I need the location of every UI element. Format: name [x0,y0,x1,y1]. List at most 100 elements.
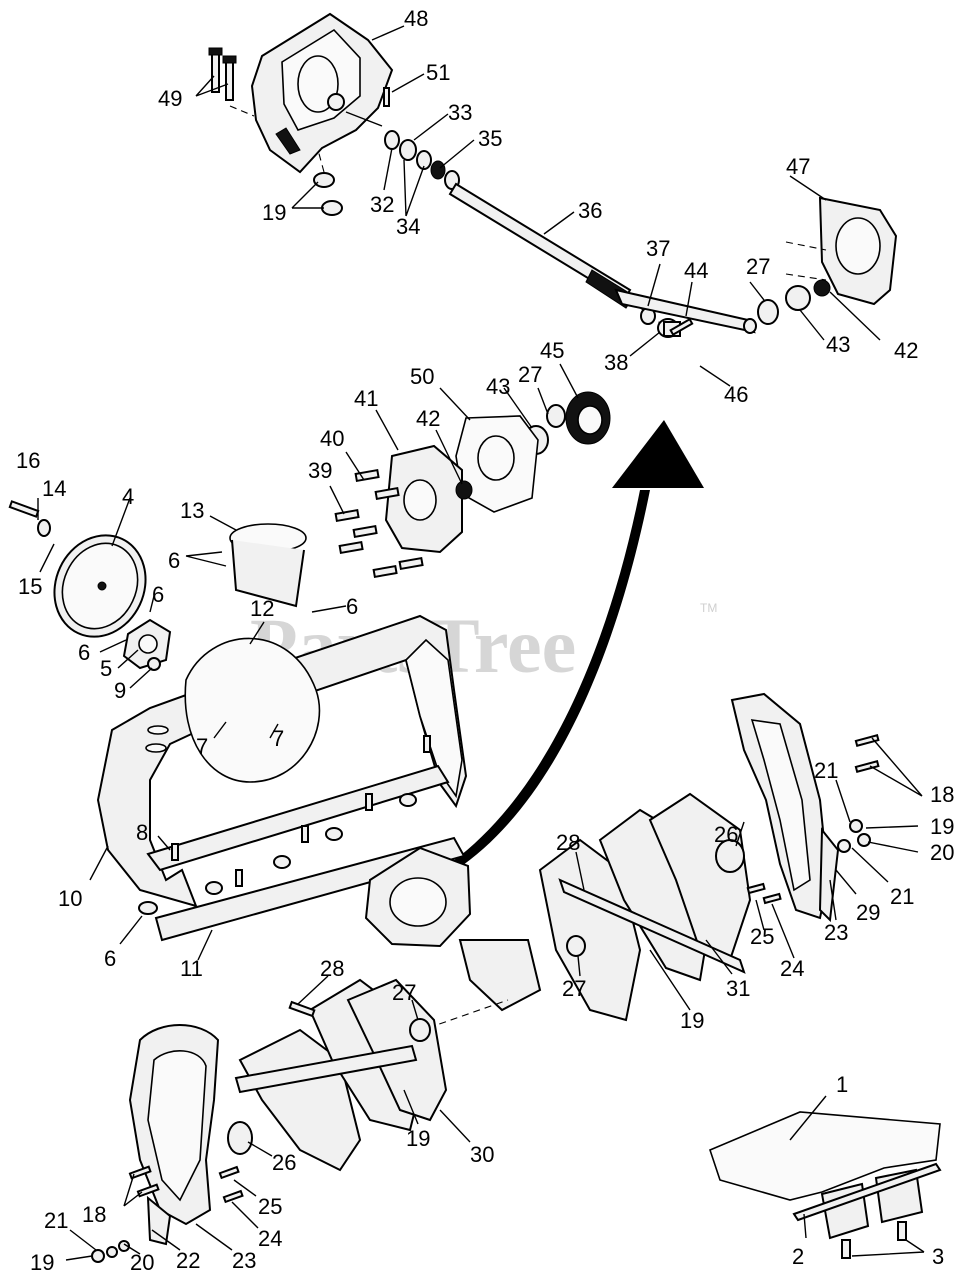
callout-37: 37 [646,236,670,261]
right-fasteners-18-21 [746,733,880,905]
left-fasteners [91,1165,244,1263]
leader-lines [37,25,925,1261]
callout-6-b: 6 [346,594,358,619]
callout-34: 34 [396,214,420,239]
key-51 [383,87,390,107]
callout-5: 5 [100,656,112,681]
callout-9: 9 [114,678,126,703]
callout-19-top: 19 [262,200,286,225]
callout-25-right: 25 [750,924,774,949]
callout-38: 38 [604,350,628,375]
callout-32: 32 [370,192,394,217]
callout-13: 13 [180,498,204,523]
auger-left-30 [234,978,448,1172]
callout-25-left: 25 [258,1194,282,1219]
bolts-49 [208,47,255,117]
callout-49: 49 [158,86,182,111]
callout-19-bottom: 19 [30,1250,54,1275]
callout-11: 11 [180,956,203,981]
callout-23-left: 23 [232,1248,256,1273]
callout-36: 36 [578,198,602,223]
callout-48: 48 [404,6,428,31]
callout-43-mid: 43 [486,374,510,399]
callout-21-left: 21 [44,1208,68,1233]
chute-adapter-13 [229,523,307,608]
callout-6-c: 6 [152,582,164,607]
callout-27-right: 27 [562,976,586,1001]
callout-42-right: 42 [894,338,918,363]
side-plate-right [715,692,840,923]
gear-case-half-48 [250,12,394,174]
callout-14: 14 [42,476,66,501]
auger-housing-10 [96,614,468,908]
gearbox-assembly [364,846,542,1029]
callout-27-left: 27 [392,980,416,1005]
callout-4: 4 [122,484,134,509]
callout-31: 31 [726,976,750,1001]
callout-21-right-b: 21 [890,884,914,909]
callout-6-d: 6 [78,640,90,665]
callout-22: 22 [176,1248,200,1273]
callout-8: 8 [136,820,148,845]
callout-28-left: 28 [320,956,344,981]
callout-21-right-a: 21 [814,758,838,783]
callout-12: 12 [250,596,274,621]
callout-2: 2 [792,1244,804,1269]
callout-43-right: 43 [826,332,850,357]
callout-50: 50 [410,364,434,389]
callout-28-right: 28 [556,830,580,855]
gear-case-half-47 [785,196,898,306]
callout-35: 35 [478,126,502,151]
assembly-arrow [452,420,704,870]
gear-case-cover-41 [384,444,473,554]
callout-16: 16 [16,448,40,473]
carriage-bolts-8 [171,735,431,887]
watermark-trademark: TM [700,601,717,615]
callout-27-top: 27 [746,254,770,279]
callout-19-left: 19 [406,1126,430,1151]
callout-27-mid: 27 [518,362,542,387]
callout-18-left: 18 [82,1202,106,1227]
callout-19-right-fastener: 19 [930,814,954,839]
callout-41: 41 [354,386,378,411]
callout-6-e: 6 [104,946,116,971]
callout-44: 44 [684,258,708,283]
shave-plate-11 [138,764,466,942]
auger-right-31 [538,792,752,1022]
bolts-39-40 [334,468,424,579]
bearing-flange-5-9 [122,618,172,671]
callout-45: 45 [540,338,564,363]
callout-33: 33 [448,100,472,125]
bolt-16-washers [8,500,51,537]
callout-10: 10 [58,886,82,911]
callout-24-left: 24 [258,1226,282,1251]
side-plate-left [128,1024,253,1246]
callout-1: 1 [836,1072,848,1097]
washers-27-43-42-right [757,279,831,325]
callout-15: 15 [18,574,42,599]
skid-kit-1 [709,1111,942,1259]
callout-7-a: 7 [196,734,208,759]
callout-3: 3 [932,1244,944,1269]
callout-7-b: 7 [272,726,284,751]
callout-6-a: 6 [168,548,180,573]
callout-47: 47 [786,154,810,179]
callout-24-right: 24 [780,956,804,981]
cover-4 [53,534,147,638]
gasket-50 [455,415,539,513]
callout-51: 51 [426,60,450,85]
callout-20-right: 20 [930,840,954,865]
shaft-washers-32-35 [384,130,460,190]
callout-30: 30 [470,1142,494,1167]
callout-42-mid: 42 [416,406,440,431]
callout-18-right: 18 [930,782,954,807]
callout-23-right: 23 [824,920,848,945]
callout-39: 39 [308,458,332,483]
callout-19-right: 19 [680,1008,704,1033]
callout-26-left: 26 [272,1150,296,1175]
callouts: 48 49 51 33 35 32 19 34 36 37 44 27 47 4… [16,6,954,1275]
callout-29: 29 [856,900,880,925]
callout-40: 40 [320,426,344,451]
callout-26-right: 26 [714,822,738,847]
